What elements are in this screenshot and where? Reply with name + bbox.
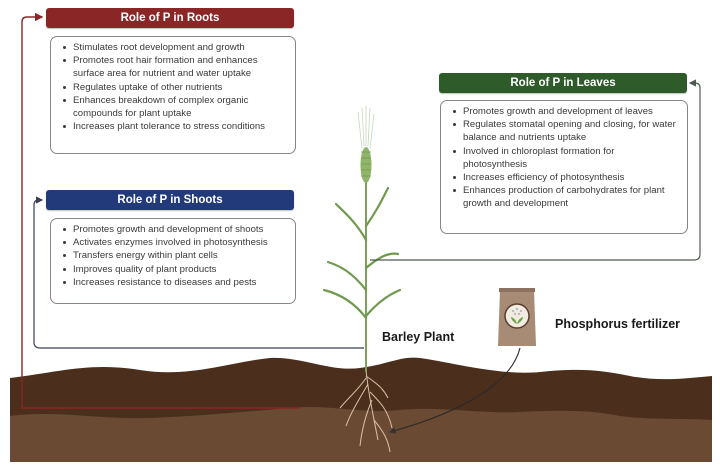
list-item: Enhances breakdown of complex organic co… <box>63 94 287 120</box>
shoots-panel: Promotes growth and development of shoot… <box>50 218 296 304</box>
list-item: Increases efficiency of photosynthesis <box>453 171 679 184</box>
list-item: Promotes growth and development of shoot… <box>63 223 287 236</box>
roots-panel: Stimulates root development and growth P… <box>50 36 296 154</box>
list-item: Promotes root hair formation and enhance… <box>63 54 287 80</box>
barley-ear <box>357 106 375 183</box>
roots-header: Role of P in Roots <box>46 8 294 28</box>
list-item: Regulates uptake of other nutrients <box>63 81 287 94</box>
shoots-list: Promotes growth and development of shoot… <box>61 223 287 289</box>
list-item: Improves quality of plant products <box>63 263 287 276</box>
list-item: Transfers energy within plant cells <box>63 249 287 262</box>
fertilizer-arrow <box>388 347 521 434</box>
list-item: Stimulates root development and growth <box>63 41 287 54</box>
soil <box>10 357 712 462</box>
list-item: Increases resistance to diseases and pes… <box>63 276 287 289</box>
leaves-panel: Promotes growth and development of leave… <box>440 100 688 234</box>
list-item: Increases plant tolerance to stress cond… <box>63 120 287 133</box>
plant-leaves <box>322 186 402 320</box>
roots-connector <box>21 12 300 409</box>
list-item: Activates enzymes involved in photosynth… <box>63 236 287 249</box>
shoots-connector <box>33 196 364 349</box>
barley-plant-label: Barley Plant <box>382 330 455 344</box>
list-item: Promotes growth and development of leave… <box>453 105 679 118</box>
plant-roots <box>339 369 393 453</box>
shoots-header: Role of P in Shoots <box>46 190 294 210</box>
fertilizer-bag-icon <box>498 288 536 346</box>
list-item: Involved in chloroplast formation for ph… <box>453 145 679 171</box>
leaves-list: Promotes growth and development of leave… <box>451 105 679 211</box>
phosphorus-fertilizer-label: Phosphorus fertilizer <box>555 317 681 331</box>
leaves-header: Role of P in Leaves <box>439 73 687 93</box>
list-item: Regulates stomatal opening and closing, … <box>453 118 679 144</box>
list-item: Enhances production of carbohydrates for… <box>453 184 679 210</box>
leaves-connector <box>370 79 701 261</box>
roots-list: Stimulates root development and growth P… <box>61 41 287 133</box>
